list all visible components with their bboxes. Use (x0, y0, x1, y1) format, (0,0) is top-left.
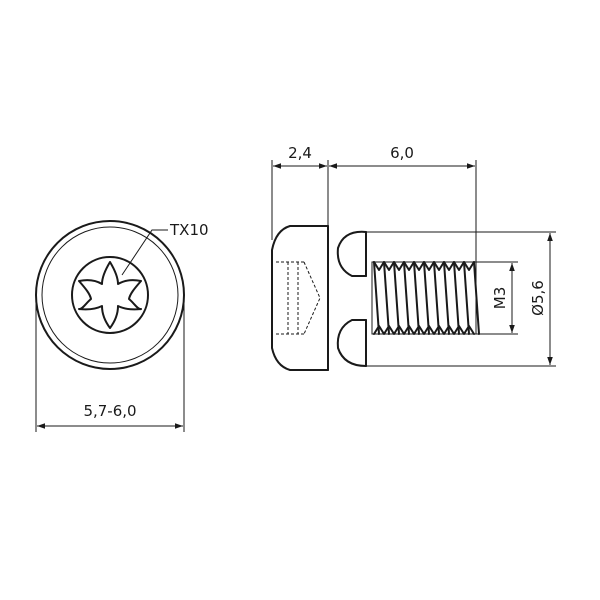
thread-pattern (373, 261, 480, 335)
thread-crest (383, 261, 390, 335)
thread-bottom-profile (373, 325, 475, 335)
thread-crest (393, 261, 400, 335)
thread-crest (413, 261, 420, 335)
drive-label: TX10 (169, 221, 209, 239)
thread-crest (403, 261, 410, 335)
thread-crest (433, 261, 440, 335)
drive-leader-line (121, 229, 168, 276)
thread-length-label: 6,0 (390, 144, 414, 162)
thread-crest (373, 261, 380, 335)
thread-size-label: M3 (491, 287, 509, 310)
head-diameter-label: 5,7-6,0 (83, 402, 136, 420)
washer-bottom-section (336, 319, 367, 367)
outer-diameter-label: Ø5,6 (529, 280, 547, 316)
recess-hidden-tip (303, 261, 321, 335)
head-height-label: 2,4 (288, 144, 312, 162)
recess-circle (71, 256, 149, 334)
washer-top-section (336, 230, 367, 277)
side-view: 2,4 6,0 M3 Ø5,6 (271, 144, 556, 371)
head-outer-circle (35, 220, 185, 370)
head-inner-circle (41, 226, 179, 364)
torx-drive-icon (78, 261, 142, 329)
thread-crest (443, 261, 450, 335)
thread-crest (453, 261, 460, 335)
thread-crest (473, 261, 480, 335)
front-view: TX10 5,7-6,0 (35, 220, 209, 432)
thread-crest (463, 261, 470, 335)
thread-crest (423, 261, 430, 335)
screw-head (271, 225, 329, 371)
